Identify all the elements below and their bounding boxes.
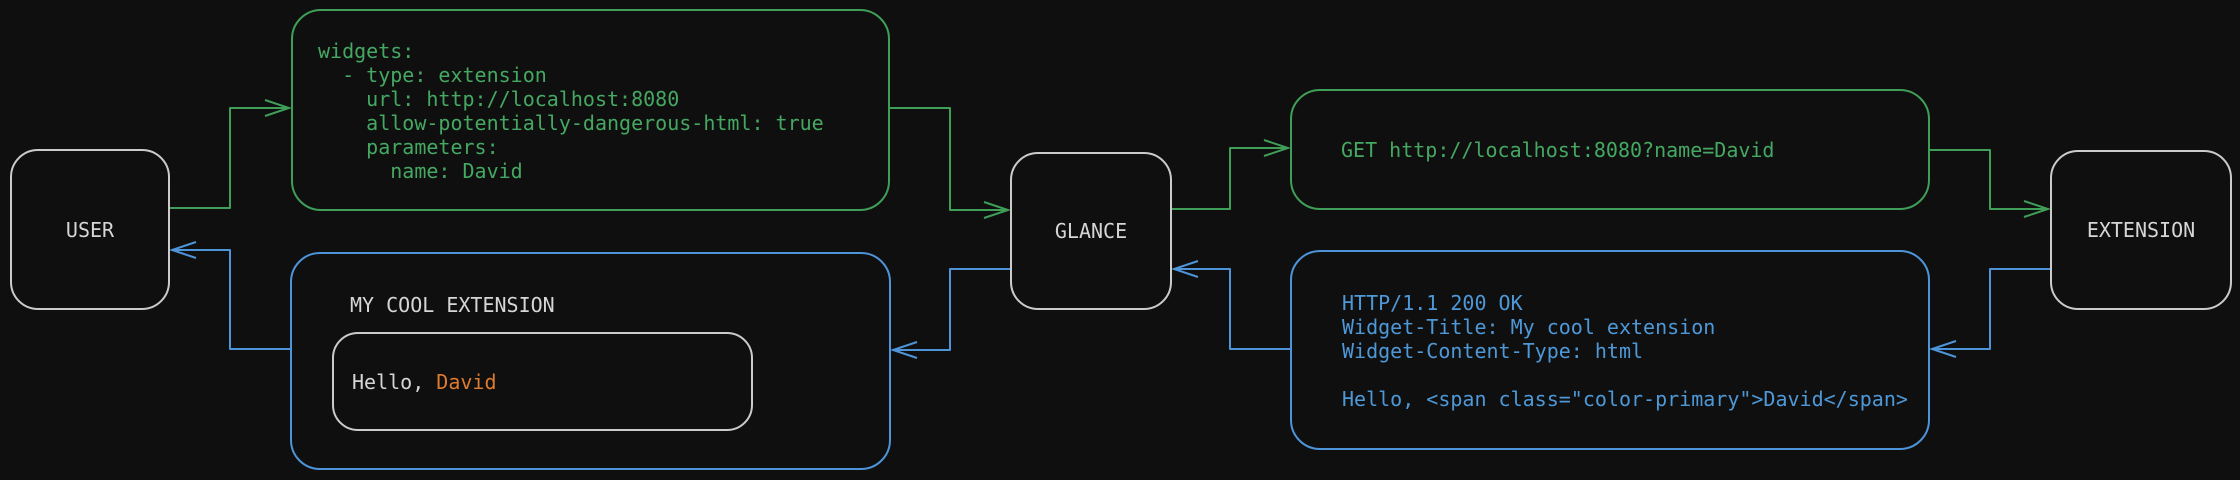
arrow-user-to-config — [170, 108, 289, 209]
user-node: USER — [10, 149, 170, 310]
widget-greeting-card: Hello, David — [332, 332, 753, 431]
response-line: Hello, <span class="color-primary">David… — [1342, 387, 1908, 411]
greeting-name: David — [436, 369, 497, 394]
request-line: GET http://localhost:8080?name=David — [1341, 137, 1775, 162]
arrow-glance-to-widget — [893, 268, 1010, 350]
response-line: Widget-Content-Type: html — [1342, 339, 1644, 363]
response-line: HTTP/1.1 200 OK — [1342, 291, 1523, 315]
arrow-config-to-glance — [890, 107, 1008, 210]
http-response-box: HTTP/1.1 200 OK Widget-Title: My cool ex… — [1290, 250, 1930, 450]
arrow-glance-to-request — [1172, 148, 1288, 210]
http-request-box: GET http://localhost:8080?name=David — [1290, 89, 1930, 210]
user-node-label: USER — [65, 217, 115, 242]
arrow-extension-to-response — [1932, 268, 2050, 349]
config-yaml-box: widgets: - type: extension url: http://l… — [291, 9, 890, 211]
widget-title: MY COOL EXTENSION — [350, 293, 555, 317]
greeting-prefix: Hello, — [352, 369, 437, 394]
arrow-request-to-extension — [1930, 149, 2048, 209]
glance-node-label: GLANCE — [1054, 219, 1128, 243]
rendered-widget-box: MY COOL EXTENSION Hello, David — [290, 252, 891, 470]
response-line — [1342, 363, 1928, 387]
config-line: parameters: — [318, 135, 499, 159]
response-line: Widget-Title: My cool extension — [1342, 315, 1716, 339]
config-line: - type: extension — [318, 63, 547, 87]
config-line: url: http://localhost:8080 — [318, 87, 680, 111]
arrow-response-to-glance — [1174, 269, 1290, 350]
extension-node: EXTENSION — [2050, 150, 2232, 310]
arrow-widget-to-user — [172, 250, 290, 350]
config-line: name: David — [318, 159, 523, 183]
extension-node-label: EXTENSION — [2086, 218, 2196, 242]
config-line: allow-potentially-dangerous-html: true — [318, 111, 824, 135]
glance-node: GLANCE — [1010, 152, 1172, 310]
config-line: widgets: — [318, 39, 415, 63]
